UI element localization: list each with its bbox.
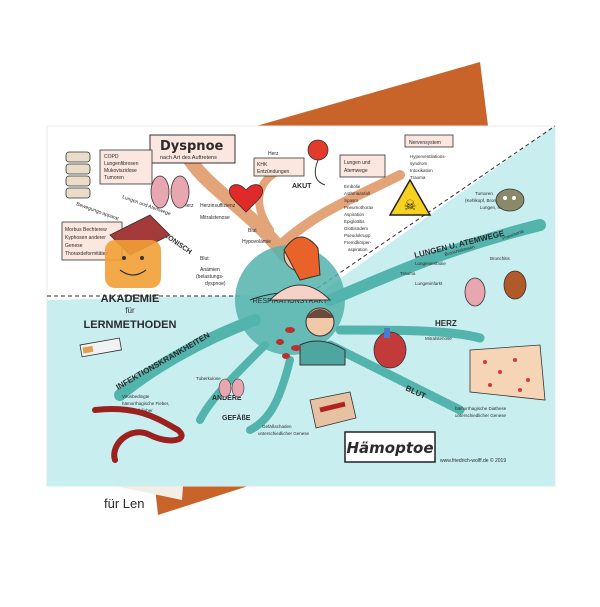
akut-blut: Blut <box>248 228 257 234</box>
herz-right-label: HERZ <box>435 319 457 328</box>
akut-nerven: Nervensystem <box>409 140 441 146</box>
diathese-1: hämorrhagische Diathese <box>455 406 507 411</box>
ll-2: Spasm <box>344 198 358 203</box>
logo-line1: AKADEMIE <box>101 293 160 305</box>
chronisch-mitral: Mitralstenose <box>200 215 230 221</box>
stethoscope-icon <box>307 139 329 186</box>
nl-2: Intoxikation <box>410 168 433 173</box>
heart-icon <box>229 184 263 213</box>
title-label: Hämoptoe <box>347 439 434 457</box>
lungenembolie: Lungenembolie <box>415 261 446 266</box>
lungs-icon <box>150 175 190 209</box>
tumoren-3: Lungen, Nieren) <box>480 205 513 210</box>
trauma: Trauma <box>400 271 416 276</box>
akut-lungen-1: Lungen und <box>344 160 371 166</box>
nl-1: syndrom <box>410 161 428 166</box>
ll-5: Epiglottitis <box>344 219 365 224</box>
footer-credit: www.friedrich-wolff.de © 2019 <box>440 457 506 464</box>
center-node: RESPIRATIONSTRAKT <box>235 236 346 366</box>
virus-icon <box>495 188 525 212</box>
logo-line2: für <box>125 306 135 315</box>
copd-3: Mukoviszidose <box>104 168 137 174</box>
dyspnoe-subtitle: nach Art des Auftretens <box>160 155 217 161</box>
anaemien-1: Anämien <box>200 267 220 273</box>
heart-anatomy-icon <box>373 328 407 369</box>
ll-3: Pneumothorax <box>344 205 374 210</box>
logo-mascot <box>105 214 171 288</box>
cigarettes-icon <box>79 337 122 358</box>
dyspnoe-box: Dyspnoe nach Art des Auftretens <box>149 134 236 164</box>
logo-line3: LERNMETHODEN <box>84 319 177 331</box>
akut-label: AKUT <box>292 183 312 190</box>
tumoren-1: Tumoren <box>475 191 493 196</box>
gefaesse-label: GEFÄßE <box>222 414 251 422</box>
lungeninfarkt: Lungeninfarkt <box>415 281 443 286</box>
anaemien-2: (belastungs- <box>196 274 224 280</box>
bechterew-2: Kyphosen anderer <box>65 235 106 241</box>
copd-2: Lungenfibrosen <box>104 161 139 167</box>
svg-text:☠: ☠ <box>404 198 417 214</box>
akut-herz: Herz <box>268 151 279 157</box>
bronchitis: Bronchitis <box>490 256 511 261</box>
ll-8: Fremdkörper- <box>344 240 372 245</box>
ll-0: Embolie <box>344 184 361 189</box>
kidney-icon <box>464 270 527 307</box>
warning-poison-icon: ☠ <box>388 178 432 216</box>
chronisch-herzinsuff: Herzinsuffizienz <box>200 203 236 209</box>
center-label: RESPIRATIONSTRAKT <box>253 298 328 305</box>
ll-9: aspiration <box>348 247 368 252</box>
ll-6: Glottisödem <box>344 226 368 231</box>
logo: AKADEMIE für LERNMETHODEN <box>84 293 177 331</box>
gefaess-1: Gefäßschaden <box>262 424 292 429</box>
back-card-text: für Len <box>104 496 144 511</box>
title-box: Hämoptoe <box>344 431 436 463</box>
chronisch-blut: Blut <box>200 256 209 262</box>
dyspnoe-title: Dyspnoe <box>160 139 223 154</box>
spine-icon <box>65 151 91 199</box>
bechterew-3: Genese <box>65 243 83 249</box>
fieber-2: hämorrhagische Fieber, <box>122 401 169 406</box>
copd-1: COPD <box>104 154 119 160</box>
bechterew-4: Thoraxdeformitäten <box>65 251 109 257</box>
andere-label: ANDERE <box>212 395 242 402</box>
anaemien-3: dyspnoe) <box>205 281 226 287</box>
khk-2: Entzündungen <box>257 169 289 175</box>
lower-branches <box>114 219 546 434</box>
skin-rash-icon <box>469 344 546 401</box>
khk-1: KHK <box>257 162 268 168</box>
ll-7: Pseudokrupp <box>344 233 371 238</box>
gefaess-2: unterschiedlicher Genese <box>258 431 310 436</box>
ll-4: Aspiration <box>344 212 365 217</box>
blood-vessel-icon <box>309 391 357 429</box>
nl-3: Trauma <box>410 175 426 180</box>
herz-mitral: Mitralstenose <box>425 336 452 341</box>
tuberkulose: Tuberkulose <box>196 376 221 381</box>
fieber-1: Virusbedingte <box>122 394 150 399</box>
chronisch-herz: Herz <box>183 203 194 209</box>
copd-4: Tumoren <box>104 175 124 181</box>
diathese-2: unterschiedlicher Genese <box>455 413 507 418</box>
akut-group: AKUT Herz KHK Entzündungen Blut Hypovolä… <box>242 134 454 252</box>
bechterew-1: Morbus Bechterew <box>65 227 107 233</box>
tumoren-2: (Kehlkopf, Bronchien, <box>465 198 508 203</box>
akut-lungen-2: Atemwege <box>344 168 368 174</box>
worm-icon <box>92 406 185 463</box>
lungs-icon-small <box>218 378 245 398</box>
nl-0: Hyperventilations- <box>410 154 447 159</box>
ll-1: Asthmaanfall <box>344 191 370 196</box>
akut-hypo: Hypovolämie <box>242 239 271 245</box>
